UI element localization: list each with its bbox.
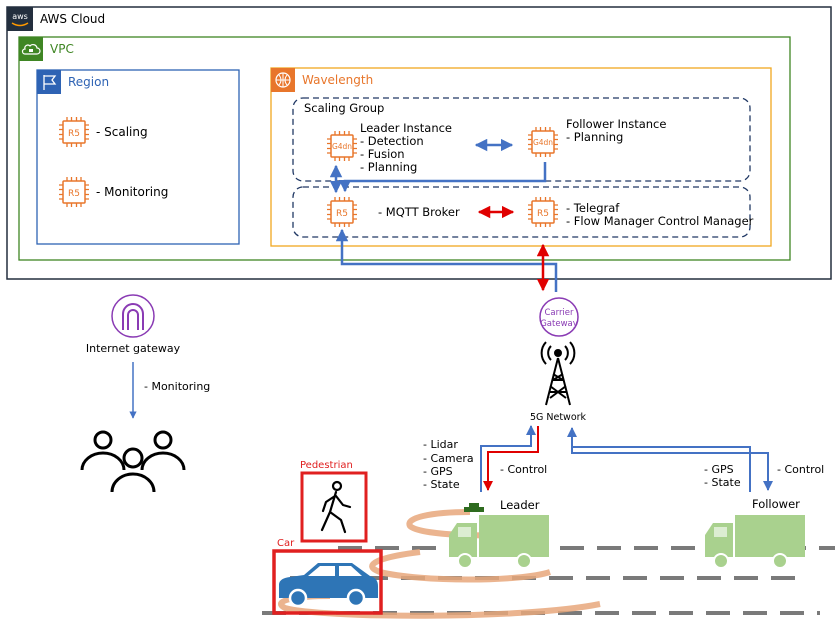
leader-uplink-gps: - GPS xyxy=(423,465,453,478)
telegraf-chip-label: R5 xyxy=(537,209,549,219)
leader-item-detection: - Detection xyxy=(360,134,424,148)
wavelength-border xyxy=(270,67,772,247)
users-icon xyxy=(80,430,186,493)
leader-uplink-arrow xyxy=(480,425,536,492)
follower-control-label: - Control xyxy=(777,463,824,476)
follower-uplink-state: - State xyxy=(704,476,741,489)
car-icon xyxy=(279,563,378,608)
follower-uplink-gps: - GPS xyxy=(704,463,734,476)
leader-truck-label: Leader xyxy=(500,498,540,512)
carrier-gateway-line1: Carrier xyxy=(544,308,574,318)
leader-control-arrow xyxy=(483,426,539,491)
broker-gateway-arrow xyxy=(335,228,558,292)
leader-uplink-state: - State xyxy=(423,478,460,491)
car-box xyxy=(272,549,383,615)
broker-chip-label: R5 xyxy=(336,209,348,219)
5g-network: 5G Network xyxy=(530,341,587,423)
follower-chip-label: G4dn xyxy=(533,138,553,147)
aws-cloud-border xyxy=(6,6,832,280)
aws-cloud-title: AWS Cloud xyxy=(40,12,105,26)
flow-manager-label: - Flow Manager Control Manager xyxy=(566,214,754,228)
gateway-monitoring-label: - Monitoring xyxy=(144,380,210,393)
follower-truck-icon xyxy=(704,514,806,569)
leader-uplink-camera: - Camera xyxy=(423,452,474,465)
aws-logo-text: aws xyxy=(12,12,28,21)
internet-gateway-icon xyxy=(111,294,155,338)
vpc-title: VPC xyxy=(50,42,74,56)
cell-tower-icon xyxy=(540,341,576,406)
region-scaling-label: - Scaling xyxy=(96,125,148,139)
follower-control-arrow xyxy=(571,430,773,491)
internet-gateway: Internet gateway - Monitoring xyxy=(86,294,210,419)
scaling-group-border xyxy=(292,97,751,182)
car-detection: Car xyxy=(272,538,383,615)
follower-instance-title: Follower Instance xyxy=(566,117,666,131)
vehicle-links xyxy=(480,425,773,492)
region-monitoring-label: - Monitoring xyxy=(96,185,168,199)
region-border xyxy=(36,69,240,245)
vpc-group: VPC xyxy=(18,36,791,261)
carrier-gateway: Carrier Gateway xyxy=(539,297,579,337)
aws-cloud-group: aws AWS Cloud xyxy=(6,6,832,280)
pedestrian-detection: Pedestrian xyxy=(300,460,368,543)
internet-gateway-label: Internet gateway xyxy=(86,342,181,355)
broker-group-border xyxy=(292,186,751,238)
wavelength-group: Wavelength Scaling Group G4dn Leader Ins… xyxy=(270,67,772,247)
follower-broker-arrow xyxy=(338,162,547,193)
wavelength-arrows xyxy=(329,138,558,292)
wavelength-title: Wavelength xyxy=(302,73,373,87)
leader-item-fusion: - Fusion xyxy=(360,147,405,161)
follower-truck-label: Follower xyxy=(752,497,800,511)
pedestrian-icon xyxy=(320,480,352,534)
leader-control-label: - Control xyxy=(500,463,547,476)
leader-instance-title: Leader Instance xyxy=(360,121,452,135)
pedestrian-label: Pedestrian xyxy=(300,460,353,471)
carrier-gateway-icon xyxy=(539,297,579,337)
leader-uplink-lidar: - Lidar xyxy=(423,438,458,451)
region-flag-icon xyxy=(37,70,61,94)
scaling-group-title: Scaling Group xyxy=(304,101,384,115)
follower-item-planning: - Planning xyxy=(566,130,623,144)
region-title: Region xyxy=(68,75,109,89)
region-group: Region R5 - Scaling R5 - Monitoring xyxy=(36,69,240,245)
car-label: Car xyxy=(277,538,295,549)
r5-monitoring-chip-label: R5 xyxy=(68,189,80,199)
leader-item-planning: - Planning xyxy=(360,160,417,174)
r5-scaling-chip-label: R5 xyxy=(68,129,80,139)
5g-network-label: 5G Network xyxy=(530,412,587,423)
leader-truck-icon xyxy=(448,503,550,569)
carrier-gateway-line2: Gateway xyxy=(540,319,578,329)
mqtt-broker-label: - MQTT Broker xyxy=(378,205,460,219)
leader-chip-label: G4dn xyxy=(332,142,352,151)
telegraf-label: - Telegraf xyxy=(566,201,620,215)
aws-logo-icon xyxy=(7,7,33,31)
vpc-border xyxy=(18,36,791,261)
